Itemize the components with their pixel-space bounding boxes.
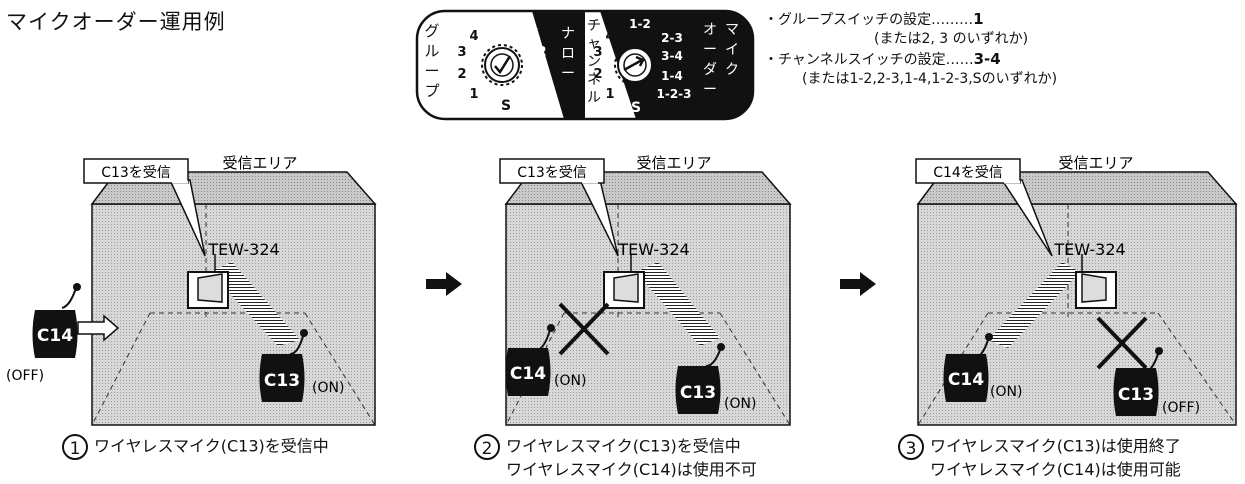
mic-status: (ON) (554, 373, 586, 389)
channel-label: ャ (587, 36, 601, 52)
mic-status: (ON) (724, 396, 756, 412)
group-dial-position: 1 (531, 27, 540, 42)
callout-text: C13を受信 (101, 165, 171, 181)
mic-c14: C14 (505, 324, 555, 396)
mic-order-label: オ (703, 22, 717, 38)
mic-c14: C14 (943, 333, 993, 402)
receiver-label: TEW-324 (617, 240, 689, 259)
reception-area-label: 受信エリア (1058, 154, 1133, 172)
page-title: マイクオーダー運用例 (6, 10, 226, 34)
mic-c14: C14 (32, 283, 81, 358)
scene-2-diagram: C13を受信 受信エリア TEW-324 C14 (ON) C13 (ON) (499, 154, 792, 426)
channel-label: ン (587, 54, 601, 70)
svg-text:C13: C13 (264, 371, 300, 391)
channel-dial-position: 1-2-3 (656, 87, 691, 101)
callout-text: C13を受信 (517, 165, 587, 181)
channel-dial-position: 1-2 (629, 17, 651, 31)
mic-order-label: ク (725, 62, 739, 78)
mic-c13: C13 (259, 329, 308, 402)
blocked-x-icon (1096, 316, 1148, 370)
narrow-label: ロ (561, 46, 575, 62)
mic-order-label: ダ (703, 62, 717, 78)
step-number: 1 (62, 434, 88, 460)
group-label: ー (424, 62, 439, 80)
group-switch-alt-note: (または2, 3 のいずれか) (874, 31, 1029, 47)
next-arrow-icon (426, 272, 462, 296)
channel-label: チ (587, 18, 601, 34)
channel-dial-position: 2-3 (661, 31, 683, 45)
group-dial-position: 3 (457, 45, 466, 60)
move-arrow-icon (77, 314, 120, 342)
group-switch-note: ・グループスイッチの設定………1 (764, 10, 984, 28)
next-arrow-icon (840, 272, 876, 296)
scene-1-diagram: C13を受信 受信エリア TEW-324 C14 (OFF) C13 (ON) (6, 154, 377, 426)
group-dial-position: 2 (457, 67, 466, 82)
channel-dial-position: 3-4 (661, 49, 683, 63)
mic-order-label: マ (725, 22, 739, 38)
narrow-label: ナ (561, 26, 575, 42)
step-number: 2 (474, 434, 500, 460)
svg-text:C14: C14 (948, 370, 984, 390)
step-number: 3 (898, 434, 924, 460)
mic-c13: C13 (1113, 347, 1163, 416)
channel-dial-position: 1-4 (661, 69, 683, 83)
group-dial (481, 44, 523, 86)
channel-switch-alt-note: (または1-2,2-3,1-4,1-2-3,Sのいずれか) (802, 71, 1058, 87)
receiver-icon (187, 254, 229, 309)
callout-text: C14を受信 (933, 165, 1003, 181)
mic-order-label: ー (703, 82, 717, 98)
mic-order-label: ー (703, 42, 717, 58)
group-dial-position: 1 (469, 87, 478, 102)
svg-text:C13: C13 (1118, 385, 1154, 405)
switch-panel: グループ43211234SSナローチャンネル43211-22-33-41-41-… (415, 9, 755, 121)
group-dial-position: S (501, 98, 511, 114)
mic-status: (ON) (312, 380, 344, 396)
group-label: グ (424, 22, 439, 40)
mic-status: (ON) (990, 384, 1022, 400)
channel-dial-position: 3 (593, 45, 602, 60)
channel-switch-note: ・チャンネルスイッチの設定……3-4 (764, 50, 1001, 68)
mic-c13: C13 (675, 343, 725, 414)
channel-dial (614, 44, 656, 86)
channel-dial-position: 1 (605, 87, 614, 102)
group-dial-position: 3 (537, 67, 546, 82)
mic-status: (OFF) (1162, 400, 1200, 416)
receiver-icon (603, 254, 645, 309)
channel-dial-position: 4 (605, 29, 614, 44)
channel-label: ル (587, 90, 601, 106)
reception-area-label: 受信エリア (222, 154, 297, 172)
receiver-icon (1075, 254, 1117, 309)
mic-order-label: イ (725, 42, 739, 58)
group-dial-position: S (503, 16, 513, 32)
channel-dial-position: 2 (593, 67, 602, 82)
group-label: ル (424, 42, 439, 60)
group-dial-position: 2 (537, 45, 546, 60)
receiver-label: TEW-324 (207, 240, 279, 259)
group-dial-position: 4 (533, 87, 542, 102)
group-label: プ (424, 82, 439, 100)
svg-text:C14: C14 (37, 326, 73, 346)
svg-text:C14: C14 (510, 364, 546, 384)
mic-status: (OFF) (6, 368, 44, 384)
group-dial-position: 4 (469, 29, 478, 44)
blocked-x-icon (558, 302, 610, 356)
channel-dial-position: S (631, 100, 641, 116)
reception-area-label: 受信エリア (636, 154, 711, 172)
channel-label: ネ (587, 72, 601, 88)
receiver-label: TEW-324 (1053, 240, 1125, 259)
scene-3-diagram: C14を受信 受信エリア TEW-324 C14 (ON) C13 (OFF) (915, 154, 1238, 426)
svg-text:C13: C13 (680, 383, 716, 403)
narrow-label: ー (561, 66, 575, 82)
